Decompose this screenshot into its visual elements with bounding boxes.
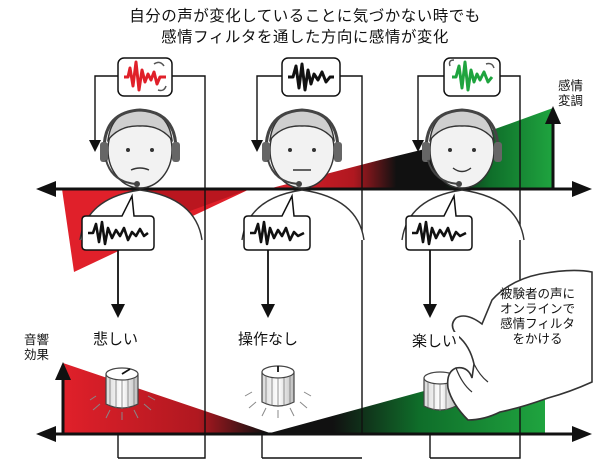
emotion-modulation-label: 感情 変調 bbox=[558, 78, 598, 108]
happy-label: 楽しい bbox=[410, 332, 460, 350]
emotion-modulation-label-line-2: 変調 bbox=[558, 93, 584, 108]
down-arrows bbox=[111, 250, 437, 318]
filter-note-line-4: をかける bbox=[512, 331, 563, 346]
sound-effect-label-line-2: 効果 bbox=[24, 347, 50, 362]
waveform-icon bbox=[405, 193, 473, 251]
no-operation-label: 操作なし bbox=[238, 330, 299, 348]
hand-icon bbox=[446, 269, 593, 421]
sound-effect-label-line-1: 音響 bbox=[24, 332, 50, 347]
axes bbox=[36, 106, 592, 442]
filter-note-line-3: 感情フィルタ bbox=[500, 316, 575, 331]
speaker-wave-icon bbox=[281, 57, 341, 97]
knob-icon bbox=[244, 365, 312, 418]
headset-person-icon bbox=[79, 108, 203, 241]
knob-icon bbox=[89, 367, 156, 420]
filter-note: 被験者の声に オンラインで 感情フィルタ をかける bbox=[500, 286, 575, 346]
waveform-icon bbox=[243, 193, 311, 251]
speaker-wave-icon bbox=[117, 57, 173, 97]
filter-note-line-2: オンラインで bbox=[500, 301, 576, 316]
sound-effect-label: 音響 効果 bbox=[24, 332, 64, 362]
speaker-wave-icon bbox=[443, 57, 501, 97]
waveform-icon bbox=[81, 193, 155, 251]
frame-lines bbox=[94, 75, 521, 459]
sound-effect-area bbox=[63, 358, 545, 434]
emotion-modulation-label-line-1: 感情 bbox=[558, 78, 584, 93]
small-arrows bbox=[89, 140, 424, 152]
title-line-2: 感情フィルタを通した方向に感情が変化 bbox=[161, 28, 449, 46]
filter-note-line-1: 被験者の声に bbox=[500, 286, 576, 301]
title-line-1: 自分の声が変化していることに気づかない時でも bbox=[129, 7, 481, 25]
sad-label: 悲しい bbox=[93, 330, 139, 348]
